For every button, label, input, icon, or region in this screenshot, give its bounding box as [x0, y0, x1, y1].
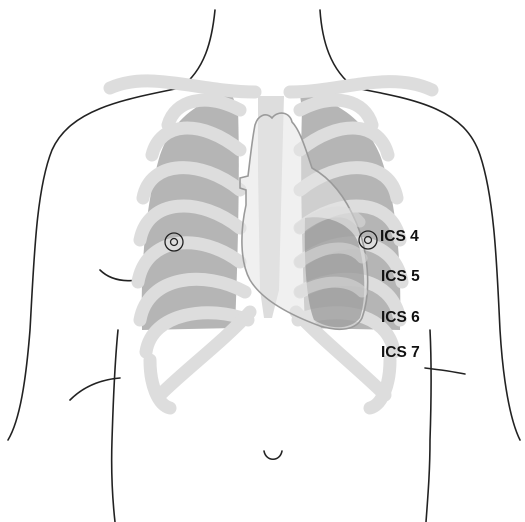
label-ics-7: ICS 7	[381, 344, 420, 361]
right-flank-line	[426, 330, 431, 522]
navel	[264, 451, 282, 459]
left-armpit-fold	[70, 378, 120, 400]
label-ics-4: ICS 4	[380, 228, 419, 245]
neck-left-line	[180, 10, 215, 88]
label-ics-5: ICS 5	[381, 268, 420, 285]
label-ics-6: ICS 6	[381, 309, 420, 326]
neck-right-line	[320, 10, 355, 88]
left-flank-line	[112, 330, 118, 522]
right-clavicle	[290, 82, 432, 92]
left-clavicle	[110, 81, 255, 92]
